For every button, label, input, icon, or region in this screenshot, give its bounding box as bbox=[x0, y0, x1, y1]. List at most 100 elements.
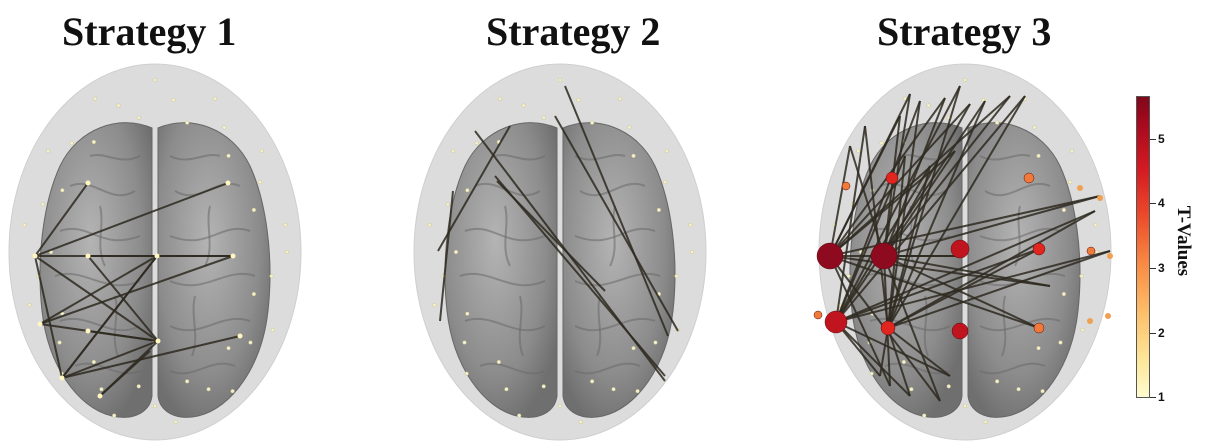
electrode bbox=[927, 104, 931, 108]
electrode bbox=[590, 121, 594, 125]
electrode bbox=[689, 223, 693, 227]
electrode bbox=[612, 387, 616, 391]
electrode bbox=[112, 414, 116, 418]
electrode bbox=[663, 180, 667, 184]
electrode bbox=[451, 149, 455, 153]
electrode bbox=[454, 250, 458, 254]
electrode bbox=[223, 126, 227, 130]
colorbar-label: T-Values bbox=[1172, 206, 1194, 276]
electrode bbox=[466, 188, 470, 192]
node bbox=[155, 254, 160, 259]
node bbox=[156, 339, 161, 344]
electrode bbox=[172, 98, 176, 102]
node bbox=[842, 182, 850, 190]
electrode bbox=[1094, 223, 1098, 227]
electrode bbox=[558, 78, 562, 82]
electrode bbox=[636, 389, 640, 393]
electrode bbox=[1059, 341, 1063, 345]
electrode bbox=[1062, 208, 1066, 212]
node bbox=[881, 321, 895, 335]
electrode bbox=[61, 188, 65, 192]
electrode bbox=[1080, 274, 1084, 278]
electrode bbox=[446, 203, 450, 207]
electrode bbox=[207, 387, 211, 391]
electrode bbox=[252, 208, 256, 212]
electrode bbox=[1068, 180, 1072, 184]
node bbox=[1033, 243, 1045, 255]
electrode bbox=[517, 414, 521, 418]
electrode bbox=[870, 372, 874, 376]
electrode bbox=[137, 116, 141, 120]
electrode bbox=[505, 387, 509, 391]
electrode bbox=[856, 149, 860, 153]
node bbox=[60, 376, 65, 381]
electrode bbox=[1062, 292, 1066, 296]
colorbar-tick-label-5: 5 bbox=[1158, 132, 1165, 146]
electrode bbox=[1037, 154, 1041, 158]
electrode bbox=[137, 385, 141, 389]
electrode bbox=[260, 149, 264, 153]
node bbox=[1087, 318, 1093, 324]
electrode bbox=[475, 141, 479, 145]
electrode bbox=[28, 303, 32, 307]
electrode bbox=[231, 389, 235, 393]
node bbox=[38, 322, 43, 327]
node bbox=[1077, 185, 1083, 191]
electrode bbox=[70, 141, 74, 145]
colorbar-tick-label-3: 3 bbox=[1158, 261, 1165, 275]
electrode bbox=[947, 385, 951, 389]
electrode bbox=[922, 414, 926, 418]
colorbar-tick bbox=[1150, 333, 1156, 334]
panel-title-strategy-2: Strategy 2 bbox=[486, 8, 660, 55]
electrode bbox=[285, 250, 289, 254]
node bbox=[952, 323, 968, 339]
electrode bbox=[428, 223, 432, 227]
node bbox=[825, 311, 847, 333]
electrode bbox=[258, 180, 262, 184]
electrode bbox=[654, 341, 658, 345]
electrode bbox=[270, 274, 274, 278]
node bbox=[1097, 195, 1103, 201]
electrode bbox=[213, 97, 217, 101]
node bbox=[86, 254, 91, 259]
colorbar-tick-label-4: 4 bbox=[1158, 196, 1165, 210]
electrode bbox=[1037, 346, 1041, 350]
electrode bbox=[46, 149, 50, 153]
electrode bbox=[185, 121, 189, 125]
node bbox=[226, 181, 231, 186]
colorbar-tick bbox=[1150, 139, 1156, 140]
colorbar-tick-label-1: 1 bbox=[1158, 390, 1165, 404]
electrode bbox=[92, 140, 96, 144]
electrode bbox=[632, 154, 636, 158]
node bbox=[814, 311, 822, 319]
brain-map-strategy-1 bbox=[0, 56, 310, 443]
electrode bbox=[117, 104, 121, 108]
node bbox=[1087, 247, 1095, 255]
electrode bbox=[1033, 126, 1037, 130]
node bbox=[871, 243, 897, 269]
electrode bbox=[174, 420, 178, 424]
node bbox=[86, 329, 91, 334]
electrode bbox=[271, 328, 275, 332]
electrode bbox=[1081, 328, 1085, 332]
electrode bbox=[579, 420, 583, 424]
electrode bbox=[185, 380, 189, 384]
electrode bbox=[675, 274, 679, 278]
electrode bbox=[284, 223, 288, 227]
electrode bbox=[153, 78, 157, 82]
colorbar-tick bbox=[1150, 203, 1156, 204]
electrode bbox=[542, 116, 546, 120]
electrode bbox=[1041, 389, 1045, 393]
electrode bbox=[665, 149, 669, 153]
electrode bbox=[249, 341, 253, 345]
electrode bbox=[558, 404, 562, 408]
electrode bbox=[466, 312, 470, 316]
electrode bbox=[58, 341, 62, 345]
electrode bbox=[1070, 149, 1074, 153]
node bbox=[86, 181, 91, 186]
electrode bbox=[984, 420, 988, 424]
node bbox=[33, 254, 38, 259]
electrode bbox=[690, 250, 694, 254]
electrode bbox=[902, 360, 906, 364]
node bbox=[1034, 323, 1044, 333]
